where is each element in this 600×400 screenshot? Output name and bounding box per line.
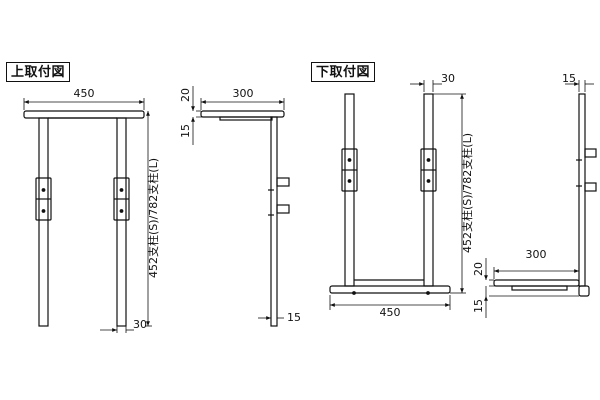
bottom-mount-front-view bbox=[329, 93, 451, 295]
top-front-dimensions bbox=[23, 98, 152, 333]
top-mount-title: 上取付図 bbox=[6, 62, 71, 82]
bottom-front-dimensions bbox=[329, 80, 466, 310]
bottom-mount-side-view bbox=[493, 93, 597, 297]
right-post bbox=[423, 93, 434, 287]
bottom-front-offset-label: 30 bbox=[441, 72, 455, 85]
bottom-mount-title: 下取付図 bbox=[311, 62, 376, 82]
left-post bbox=[344, 93, 355, 287]
top-side-dimensions bbox=[191, 86, 285, 326]
bottom-side-dimensions bbox=[484, 80, 594, 318]
side-clamp-bottom bbox=[276, 204, 290, 214]
side-post bbox=[578, 93, 586, 287]
side-foot bbox=[578, 285, 590, 297]
right-post bbox=[116, 117, 127, 327]
top-front-height-label: 452支柱(S)/782支柱(L) bbox=[146, 158, 160, 278]
bottom-side-thickness-label: 20 bbox=[472, 262, 485, 276]
side-shelf bbox=[200, 110, 285, 118]
top-front-offset-label: 30 bbox=[133, 318, 147, 331]
shelf-plate bbox=[23, 110, 145, 119]
side-shelf bbox=[493, 279, 580, 287]
top-side-thickness-label: 20 bbox=[179, 88, 192, 102]
top-front-width-label: 450 bbox=[74, 87, 95, 100]
bottom-side-gap-label: 15 bbox=[472, 299, 485, 313]
top-side-bottom-label: 15 bbox=[287, 311, 301, 324]
top-side-depth-label: 300 bbox=[233, 87, 254, 100]
side-bracket bbox=[219, 116, 273, 121]
bottom-side-depth-label: 300 bbox=[526, 248, 547, 261]
side-clamp-bottom bbox=[584, 182, 597, 192]
bottom-side-top-label: 15 bbox=[562, 72, 576, 85]
side-clamp-top bbox=[276, 177, 290, 187]
bottom-front-height-label: 452支柱(S)/782支柱(L) bbox=[460, 133, 474, 253]
side-bracket bbox=[511, 285, 568, 291]
bottom-shelf bbox=[329, 285, 451, 294]
top-side-gap-label: 15 bbox=[179, 124, 192, 138]
bottom-front-width-label: 450 bbox=[380, 306, 401, 319]
side-post bbox=[270, 116, 278, 327]
side-clamp-top bbox=[584, 148, 597, 158]
top-mount-side-view bbox=[200, 110, 290, 327]
top-mount-front-view bbox=[23, 110, 145, 327]
left-post bbox=[38, 117, 49, 327]
